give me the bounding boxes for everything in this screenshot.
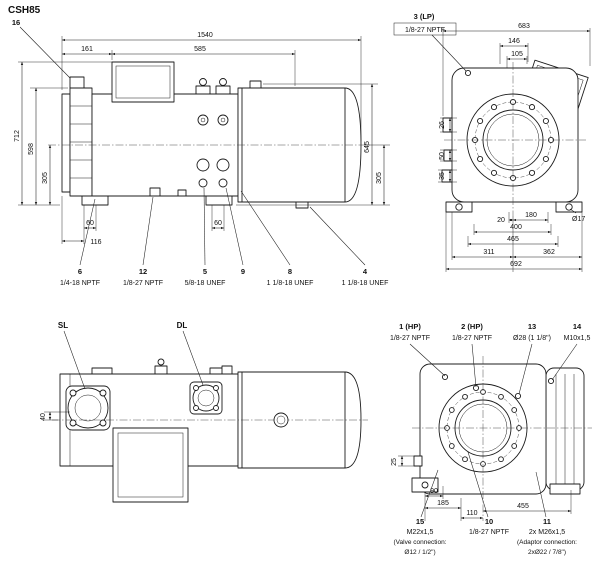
callout-5-label: 5/8-18 UNEF (185, 280, 226, 287)
dim-60-right: 60 (214, 220, 222, 227)
dim-50: 50 (439, 152, 446, 160)
compressor-side-body-2 (59, 358, 362, 503)
dim-40: 40 (40, 413, 47, 421)
page-title: CSH85 (8, 5, 41, 16)
dimensions-side-top: 1540 161 585 712 598 305 645 305 (14, 32, 390, 246)
callout-11-note2: 2xØ22 / 7/8") (528, 549, 566, 556)
callout-8-number: 8 (288, 267, 292, 276)
dimensions-end-lp: 683 146 105 26 50 35 20 (438, 23, 591, 272)
view-side-top: 1540 161 585 712 598 305 645 305 (12, 18, 390, 287)
dim-362: 362 (543, 249, 555, 256)
dim-598: 598 (28, 143, 35, 155)
callout-13-label: Ø28 (1 1/8") (513, 335, 551, 342)
dim-465: 465 (507, 236, 519, 243)
dim-25: 25 (391, 458, 398, 466)
dim-455: 455 (517, 503, 529, 510)
dim-105: 105 (511, 51, 523, 58)
dim-110: 110 (466, 510, 477, 517)
port-13 (514, 392, 522, 400)
sight-glass (273, 412, 289, 428)
dim-146: 146 (508, 38, 520, 45)
foot-hole-right (565, 203, 573, 211)
callouts-side-top: 16 6 1/4-18 NPTF 12 1/8-27 NPTF 5 5/8-18… (12, 18, 389, 287)
dimensions-side-bottom: 40 (40, 411, 70, 421)
callout-3-number: 3 (LP) (414, 12, 435, 21)
callout-1hp-number: 1 (HP) (399, 322, 421, 331)
dim-311: 311 (483, 249, 494, 256)
callout-9-number: 9 (241, 267, 245, 276)
label-dl: DL (177, 321, 188, 330)
callout-2hp-number: 2 (HP) (461, 322, 483, 331)
dim-305-left: 305 (42, 172, 49, 184)
callout-12-label: 1/8-27 NPTF (123, 280, 163, 287)
callout-13-number: 13 (528, 322, 536, 331)
view-end-lp: 3 (LP) 1/8-27 NPTF 683 146 105 26 (393, 12, 591, 272)
dim-712: 712 (14, 130, 21, 142)
view-side-bottom: SL DL 40 (40, 321, 368, 503)
dim-60-left: 60 (86, 220, 94, 227)
dimensions-end-hp: 25 90 185 110 455 (391, 455, 572, 521)
dim-26: 26 (439, 121, 446, 129)
dim-20: 20 (497, 217, 505, 224)
dim-185: 185 (437, 500, 449, 507)
callout-4-label: 1 1/8-18 UNEF (342, 280, 389, 287)
discharge-flange (189, 381, 223, 415)
callout-5-number: 5 (203, 267, 207, 276)
callout-11-number: 11 (543, 517, 551, 526)
labels-side-bottom: SL DL (58, 321, 204, 390)
callout-1hp-label: 1/8-27 NPTF (390, 335, 430, 342)
hp-port-1 (441, 373, 449, 381)
callout-10-number: 10 (485, 517, 493, 526)
callout-10-label: 1/8-27 NPTF (469, 529, 509, 536)
dim-dia17: Ø17 (572, 216, 585, 223)
dim-116: 116 (90, 239, 101, 246)
callout-15-note2: Ø12 / 1/2") (404, 549, 435, 556)
dim-161: 161 (81, 46, 93, 53)
callout-11-label: 2x M26x1,5 (529, 529, 565, 536)
callout-15-label: M22x1,5 (407, 529, 434, 536)
callout-14-label: M10x1,5 (564, 335, 591, 342)
callout-6-number: 6 (78, 267, 82, 276)
callout-4-number: 4 (363, 267, 368, 276)
callout-14-number: 14 (573, 322, 582, 331)
dim-692: 692 (510, 261, 522, 268)
callout-12-number: 12 (139, 267, 147, 276)
callout-8-label: 1 1/8-18 UNEF (267, 280, 314, 287)
callout-3-lp: 3 (LP) 1/8-27 NPTF (393, 12, 467, 72)
callout-16: 16 (12, 18, 20, 27)
dim-585: 585 (194, 46, 206, 53)
valve-cluster (149, 78, 231, 197)
lp-end-body (441, 59, 589, 213)
dim-400: 400 (510, 224, 522, 231)
terminal-box-2 (112, 427, 189, 503)
callout-2hp-label: 1/8-27 NPTF (452, 335, 492, 342)
callout-15-number: 15 (416, 517, 424, 526)
foot-hole-left (455, 203, 463, 211)
dim-305-right: 305 (376, 172, 383, 184)
callouts-end-hp-top: 1 (HP) 1/8-27 NPTF 2 (HP) 1/8-27 NPTF 13… (390, 322, 591, 395)
dim-180: 180 (525, 212, 537, 219)
terminal-box (111, 61, 175, 103)
view-end-hp: 1 (HP) 1/8-27 NPTF 2 (HP) 1/8-27 NPTF 13… (390, 322, 592, 556)
callout-11-note1: (Adaptor connection: (517, 539, 577, 546)
callout-3-label: 1/8-27 NPTF (405, 27, 445, 34)
dim-683: 683 (518, 23, 530, 30)
dim-1540: 1540 (197, 32, 213, 39)
dim-90: 90 (430, 488, 438, 495)
dim-35: 35 (439, 172, 446, 180)
hp-end-body (411, 363, 585, 495)
suction-flange (65, 385, 111, 431)
label-sl: SL (58, 321, 68, 330)
callouts-end-hp-bottom: 15 M22x1,5 (Valve connection: Ø12 / 1/2"… (394, 451, 577, 556)
lp-port (464, 69, 472, 77)
callout-15-note1: (Valve connection: (394, 539, 447, 546)
callout-6-label: 1/4-18 NPTF (60, 280, 100, 287)
dim-645: 645 (364, 141, 371, 153)
